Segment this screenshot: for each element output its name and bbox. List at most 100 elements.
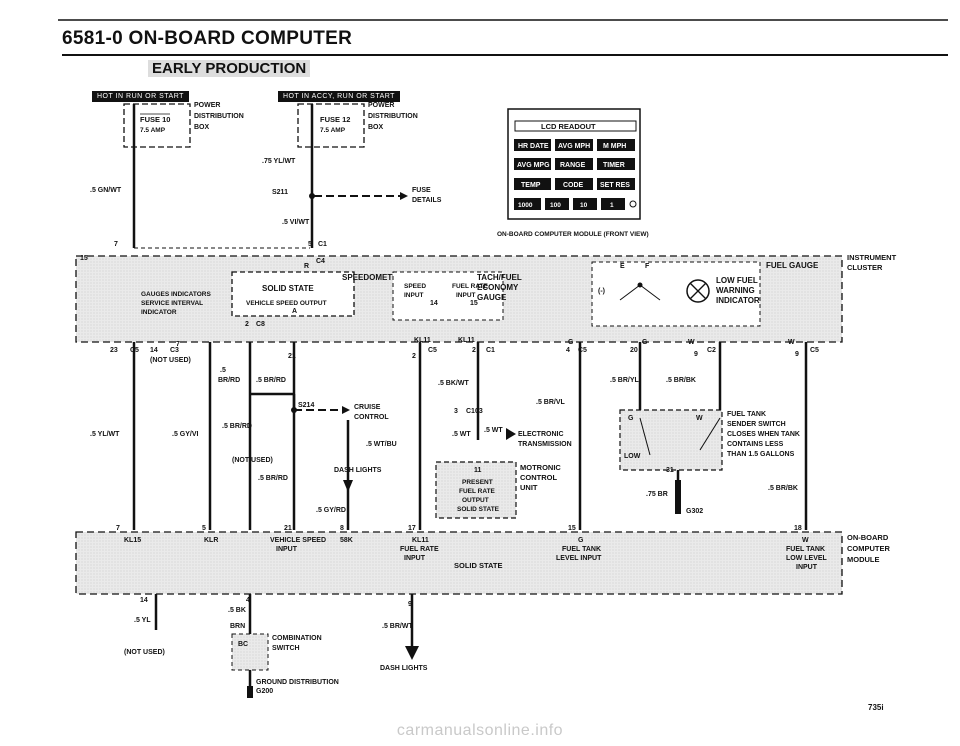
fuse-12-box-line3: BOX — [368, 124, 384, 131]
obc-low-3: INPUT — [796, 564, 818, 571]
fuse-12-amp: 7.5 AMP — [320, 127, 346, 134]
btn-hr-date: HR DATE — [518, 143, 549, 150]
wire-5brbk-b: .5 BR/BK — [768, 485, 798, 492]
wire-5wt-a: .5 WT — [452, 431, 471, 438]
obc-low-w: W — [802, 537, 809, 544]
pin-17: 17 — [408, 525, 416, 532]
pin-4: 4 — [566, 347, 570, 354]
cluster-label-2: CLUSTER — [847, 263, 883, 272]
wire-5brrd-a: .5 BR/RD — [256, 377, 286, 384]
lcd-row1: HR DATE AVG MPH M MPH — [514, 139, 635, 151]
low-fuel-line3: INDICATOR — [716, 296, 760, 305]
obc-low-2: LOW LEVEL — [786, 555, 828, 562]
obc-labels: 7 5 21 8 17 15 18 KL15 KLR VEHICLE SPEED… — [116, 525, 891, 571]
fuse-12-box-line2: DISTRIBUTION — [368, 113, 418, 120]
btn-10: 10 — [580, 202, 588, 209]
lcd-row4: 1000 100 10 1 — [514, 198, 637, 210]
conn-c2: C2 — [707, 347, 716, 354]
pin-7-bot: 7 — [116, 525, 120, 532]
obc-58k: 58K — [340, 537, 353, 544]
obc-label-3: MODULE — [847, 555, 880, 564]
fuse-12-box: FUSE 12 7.5 AMP POWER DISTRIBUTION BOX — [297, 102, 418, 148]
bottom-labels: 14 4 9 .5 YL .5 BK BRN .5 BR/WT (NOT USE… — [124, 597, 428, 698]
motronic-line1: MOTRONIC — [520, 463, 561, 472]
combo-line2: SWITCH — [272, 645, 300, 652]
low-fuel-line1: LOW FUEL — [716, 276, 758, 285]
obc-label-1: ON-BOARD — [847, 533, 889, 542]
wire-5brrd-c: .5 BR/RD — [258, 475, 288, 482]
bottom-wires — [154, 594, 414, 690]
connector-labels: 7 5 C1 15 R C4 2 C8 A 14 15 E F (-) KL11… — [80, 241, 819, 364]
tank-low: LOW — [624, 453, 641, 460]
combo-line1: COMBINATION — [272, 635, 322, 642]
pin-w: W — [688, 339, 695, 346]
cruise-line2: CONTROL — [354, 414, 389, 421]
fuse-10-box: FUSE 10 7.5 AMP POWER DISTRIBUTION BOX — [123, 102, 244, 148]
obc-fuel-rate-2: FUEL RATE — [400, 546, 439, 553]
pin-2b: 2 — [412, 353, 416, 360]
tach-line1: TACH/FUEL — [477, 273, 522, 282]
pin-15: 15 — [80, 255, 88, 262]
wire-5brwt: .5 BR/WT — [382, 623, 413, 630]
wire-5wtbu: .5 WT/BU — [366, 441, 397, 448]
tank-sender-2: SENDER SWITCH — [727, 421, 786, 428]
pin-4b: 4 — [246, 597, 250, 604]
pin-21b: 21 — [284, 525, 292, 532]
page-number: 735i — [868, 703, 884, 712]
speedometer-label: SPEEDOMETER — [342, 273, 404, 282]
wire-5brvl: .5 BR/VL — [536, 399, 566, 406]
obc-level-2: LEVEL INPUT — [556, 555, 602, 562]
fuel-rate-input-1: FUEL RATE — [452, 283, 489, 290]
wire-5brbk-a: .5 BR/BK — [666, 377, 696, 384]
speed-input-2: INPUT — [404, 292, 424, 299]
fuse-10-box-line2: DISTRIBUTION — [194, 113, 244, 120]
vertical-wires — [132, 342, 808, 530]
pin-15c: 15 — [568, 525, 576, 532]
pin-18: 18 — [794, 525, 802, 532]
wire-5yl: .5 YL — [134, 617, 151, 624]
ground-line1: GROUND DISTRIBUTION — [256, 679, 339, 686]
obc-low-1: FUEL TANK — [786, 546, 825, 553]
conn-c5b: C5 — [428, 347, 437, 354]
solid-state-output: VEHICLE SPEED OUTPUT — [246, 300, 327, 307]
low-fuel-line2: WARNING — [716, 286, 755, 295]
obc-kl15: KL15 — [124, 537, 141, 544]
pin-w2: W — [788, 339, 795, 346]
pin-r: R — [304, 263, 309, 270]
obc-level-1: FUEL TANK — [562, 546, 601, 553]
conn-c8: C8 — [256, 321, 265, 328]
motronic-solid-state: SOLID STATE — [457, 506, 500, 513]
pin-15b: 15 — [470, 300, 478, 307]
pin-14: 14 — [430, 300, 438, 307]
conn-c3: C3 — [170, 347, 179, 354]
btn-range: RANGE — [560, 162, 586, 169]
motronic-line3: UNIT — [520, 483, 538, 492]
cluster-internals: SOLID STATE VEHICLE SPEED OUTPUT SPEEDOM… — [141, 261, 819, 327]
btn-avg-mpg: AVG MPG — [517, 162, 550, 169]
watermark: carmanualsonline.info — [396, 722, 564, 739]
tank-sender-1: FUEL TANK — [727, 411, 766, 418]
motronic-unit: 11 PRESENT FUEL RATE OUTPUT SOLID STATE … — [435, 461, 561, 519]
pin-7-c3: 7 — [176, 341, 180, 348]
pin-11: 11 — [474, 467, 482, 474]
pin-e: E — [620, 263, 625, 270]
wire-75ylwt: .75 YL/WT — [262, 158, 296, 165]
btn-1: 1 — [610, 202, 614, 209]
btn-100: 100 — [550, 202, 561, 209]
dash-lights-label: DASH LIGHTS — [334, 467, 382, 474]
wire-5bkwt: .5 BK/WT — [438, 380, 469, 387]
pin-2a: 2 — [245, 321, 249, 328]
conn-c5d: C5 — [810, 347, 819, 354]
tank-pin-w: W — [696, 415, 703, 422]
electronic-line2: TRANSMISSION — [518, 441, 572, 448]
wire-5ylwt: .5 YL/WT — [90, 431, 120, 438]
conn-c4: C4 — [316, 258, 325, 265]
electronic-line1: ELECTRONIC — [518, 431, 564, 438]
fuse-12-name: FUSE 12 — [320, 115, 350, 124]
pin-3: 3 — [454, 408, 458, 415]
lcd-row3: TEMP CODE SET RES — [514, 178, 635, 190]
badge-right: HOT IN ACCY, RUN OR START — [278, 91, 400, 102]
fuse-10-box-line3: BOX — [194, 124, 210, 131]
tach-line2: ECONOMY — [477, 283, 519, 292]
pin-a: A — [292, 308, 297, 315]
